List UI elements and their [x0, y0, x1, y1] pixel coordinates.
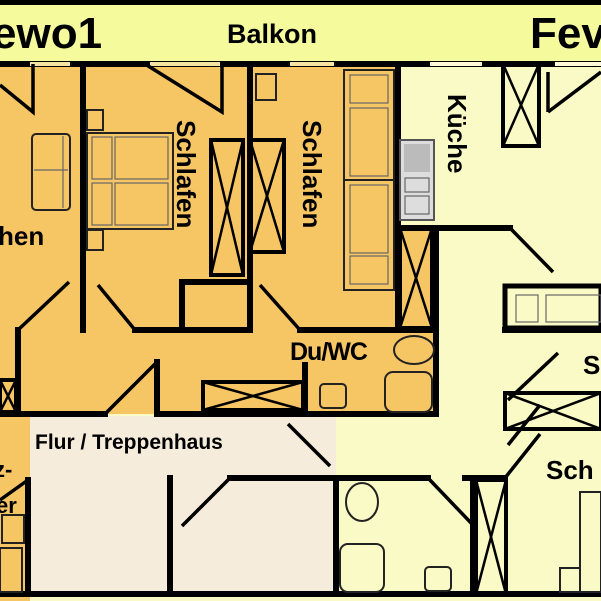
room-label-bathroom: Du/WC: [290, 338, 368, 366]
stove-icon: [399, 139, 435, 221]
sink-icon: [319, 383, 347, 409]
single-bed-icon: [343, 179, 395, 291]
closet-5: [201, 380, 305, 412]
single-bed-icon: [502, 283, 601, 331]
closet-8: [0, 378, 18, 414]
toilet-icon: [345, 482, 379, 522]
closet-4: [501, 62, 541, 148]
shower-icon: [339, 543, 385, 593]
hallway-area: [30, 416, 336, 594]
room-label-left-partial-top: z-: [0, 457, 13, 482]
balcony-label: Balkon: [227, 19, 318, 49]
closet-7: [474, 478, 508, 596]
room-label-living: hen: [0, 221, 45, 251]
apartment1-area: [0, 64, 436, 414]
header-left-title: ewo1: [0, 9, 103, 58]
room-label-kitchen: Küche: [442, 94, 472, 174]
room-label-bedroom-b: Schlafen: [297, 120, 327, 229]
closet-6: [503, 391, 601, 431]
room-label-bedroom-a: Schlafen: [171, 120, 201, 229]
closet-3: [398, 226, 434, 330]
closet-1: [209, 138, 245, 277]
toilet-icon: [393, 335, 435, 365]
nightstand-icon: [255, 73, 277, 101]
closet-2: [248, 138, 286, 254]
sofa-icon: [31, 133, 71, 211]
double-bed-icon: [86, 109, 174, 251]
room-label-left-partial-bottom: er: [0, 493, 17, 518]
header-right-title: Fev: [530, 9, 601, 58]
balcony-area: [0, 4, 601, 64]
room-label-hallway: Flur / Treppenhaus: [35, 431, 223, 454]
room-label-right-bedroom-partial: Sch: [546, 455, 594, 485]
top-border: [0, 0, 601, 5]
room-label-right-partial: S: [583, 350, 601, 380]
bed-icon: [559, 491, 601, 593]
shower-icon: [384, 371, 433, 413]
sink-icon: [424, 566, 452, 592]
